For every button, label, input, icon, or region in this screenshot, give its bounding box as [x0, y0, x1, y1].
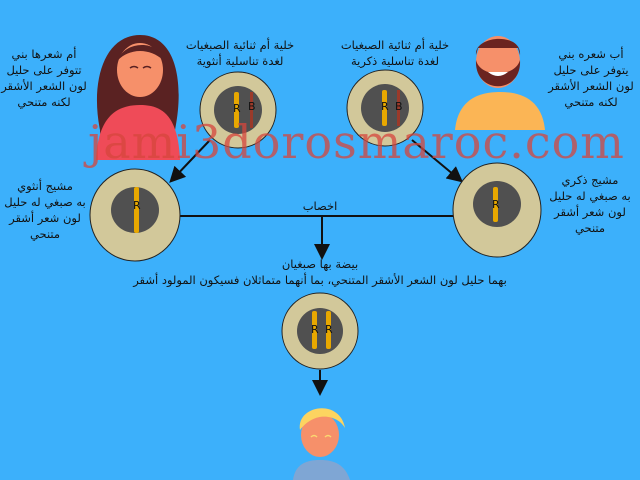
text-line: بهما حليل لون الشعر الأشقر المتنحي، بما … [133, 273, 507, 287]
text-line: تتوفر على حليل [6, 63, 82, 77]
text-line: بيضة بها صبغيان [281, 257, 359, 271]
text-line: به صبغي له حليل [4, 195, 86, 209]
child-figure [293, 408, 350, 480]
text-line: أم شعرها بني [11, 47, 77, 61]
female-gamete-cell [89, 168, 181, 262]
text-line: متنحي [29, 227, 61, 241]
allele-label: R [325, 323, 333, 336]
text-line: لون الشعر الأشقر [1, 79, 87, 93]
arrow-to-female-gamete [169, 139, 211, 183]
male-gamete-label: مشيج ذكري به صبغي له حليل لون شعر أشقر م… [540, 172, 640, 236]
text-line: لكنه متنحي [17, 95, 71, 109]
allele-label: R [311, 323, 319, 336]
text-line: أب شعره بني [558, 47, 624, 61]
fertilization-label: اخصاب [302, 199, 338, 213]
text-line: به صبغي له حليل [549, 189, 631, 203]
text-line: متنحي [574, 221, 606, 235]
text-line: مشيج ذكري [561, 173, 619, 187]
allele-label: R [381, 100, 389, 113]
text-line: مشيج أنثوي [17, 179, 73, 193]
allele-label: R [233, 102, 241, 115]
male-cell-label: خلية أم ثنائية الصبغيات لغدة تناسلية ذكر… [325, 37, 465, 69]
male-parent-cell [346, 69, 424, 147]
male-gamete-cell [452, 162, 542, 258]
allele-label: B [395, 100, 403, 113]
allele-label: B [248, 100, 256, 113]
female-gamete-label: مشيج أنثوي به صبغي له حليل لون شعر أشقر … [0, 178, 90, 242]
text-line: لغدة تناسلية أنثوية [196, 54, 284, 68]
text-line: لكنه متنحي [564, 95, 618, 109]
text-line: خلية أم ثنائية الصبغيات [185, 38, 295, 52]
text-line: لون شعر أشقر [554, 205, 626, 219]
text-line: لغدة تناسلية ذكرية [351, 54, 439, 68]
mother-figure [96, 35, 180, 160]
female-parent-cell [199, 71, 277, 149]
text-line: لون شعر أشقر [9, 211, 81, 225]
father-figure [455, 36, 545, 130]
mother-description: أم شعرها بني تتوفر على حليل لون الشعر ال… [0, 46, 88, 110]
allele-label: R [133, 199, 141, 212]
watermark: jami3dorosmaroc.com [88, 115, 625, 169]
text-line: خلية أم ثنائية الصبغيات [340, 38, 450, 52]
text-line: يتوفر على حليل [553, 63, 629, 77]
egg-cell [281, 292, 359, 370]
egg-label: بيضة بها صبغيان بهما حليل لون الشعر الأش… [60, 256, 580, 288]
arrow-to-male-gamete [411, 139, 464, 183]
father-description: أب شعره بني يتوفر على حليل لون الشعر الأ… [545, 46, 637, 110]
female-cell-label: خلية أم ثنائية الصبغيات لغدة تناسلية أنث… [170, 37, 310, 69]
text-line: لون الشعر الأشقر [548, 79, 634, 93]
allele-label: R [492, 198, 500, 211]
